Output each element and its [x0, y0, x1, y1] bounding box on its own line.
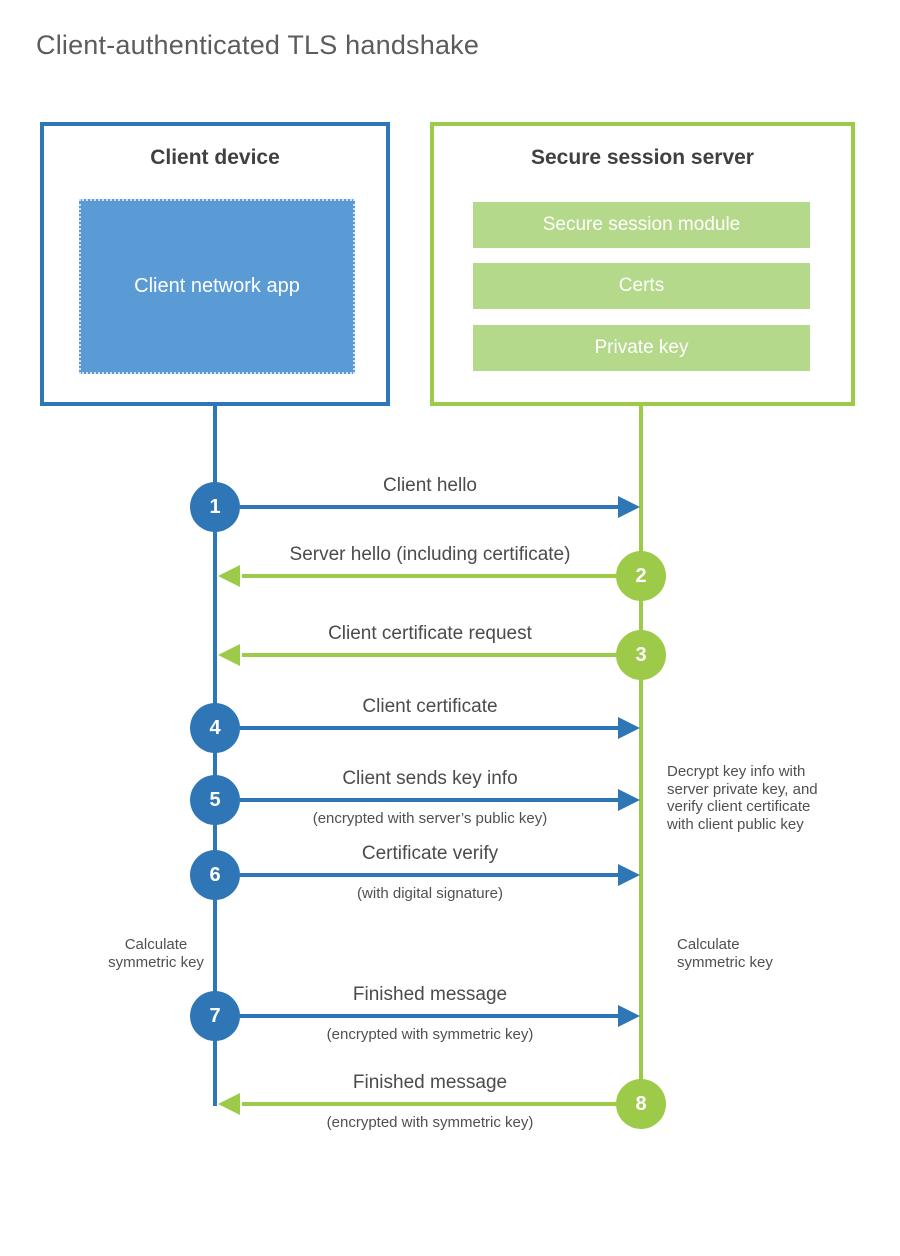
- message-label-1: Client hello: [383, 475, 477, 496]
- message-label-8: Finished message: [352, 1072, 508, 1093]
- message-label-2: Server hello (including certificate): [289, 544, 571, 565]
- message-arrow-8: [242, 1102, 616, 1106]
- client-network-app-box: Client network app: [79, 199, 355, 374]
- message-label-4: Client certificate: [362, 696, 498, 717]
- message-arrow-6: [240, 873, 618, 877]
- step-circle-6: 6: [190, 850, 240, 900]
- message-label-7: Finished message: [352, 984, 508, 1005]
- message-arrow-5: [240, 798, 618, 802]
- note-calculate-symmetric-key-server: Calculate symmetric key: [677, 936, 773, 971]
- arrow-head-right-icon: [618, 864, 640, 886]
- step-circle-3: 3: [616, 630, 666, 680]
- message-sublabel-7: (encrypted with symmetric key): [326, 1026, 534, 1043]
- message-label-5: Client sends key info: [342, 768, 518, 789]
- step-number: 1: [209, 495, 221, 518]
- message-arrow-4: [240, 726, 618, 730]
- step-number: 4: [209, 716, 221, 739]
- arrow-head-right-icon: [618, 789, 640, 811]
- module-bar-secure-session: Secure session module: [473, 202, 810, 248]
- arrow-head-right-icon: [618, 496, 640, 518]
- server-box: Secure session server Secure session mod…: [430, 122, 855, 406]
- message-arrow-3: [242, 653, 616, 657]
- message-arrow-1: [240, 505, 618, 509]
- step-number: 2: [635, 564, 647, 587]
- arrow-head-left-icon: [218, 565, 240, 587]
- arrow-head-left-icon: [218, 1093, 240, 1115]
- message-label-6: Certificate verify: [361, 843, 499, 864]
- module-bar-certs: Certs: [473, 263, 810, 309]
- step-circle-1: 1: [190, 482, 240, 532]
- arrow-head-right-icon: [618, 717, 640, 739]
- step-circle-5: 5: [190, 775, 240, 825]
- lifeline-client: [213, 406, 217, 1106]
- step-number: 3: [635, 643, 647, 666]
- step-number: 7: [209, 1004, 221, 1027]
- module-bar-private-key: Private key: [473, 325, 810, 371]
- message-arrow-7: [240, 1014, 618, 1018]
- step-number: 5: [209, 788, 221, 811]
- arrow-head-right-icon: [618, 1005, 640, 1027]
- message-sublabel-8: (encrypted with symmetric key): [326, 1114, 534, 1131]
- server-box-title: Secure session server: [531, 146, 754, 169]
- client-device-box: Client device Client network app: [40, 122, 390, 406]
- step-number: 6: [209, 863, 221, 886]
- client-device-title: Client device: [150, 146, 280, 169]
- message-label-3: Client certificate request: [328, 623, 532, 644]
- step-circle-8: 8: [616, 1079, 666, 1129]
- note-calculate-symmetric-key-client: Calculate symmetric key: [108, 936, 204, 971]
- step-circle-2: 2: [616, 551, 666, 601]
- step-circle-4: 4: [190, 703, 240, 753]
- step-number: 8: [635, 1092, 647, 1115]
- client-network-app-label: Client network app: [134, 275, 300, 297]
- step-circle-7: 7: [190, 991, 240, 1041]
- lifeline-server: [639, 406, 643, 1104]
- message-arrow-2: [242, 574, 616, 578]
- message-sublabel-6: (with digital signature): [357, 885, 503, 902]
- message-sublabel-5: (encrypted with server’s public key): [312, 810, 548, 827]
- note-decrypt-key-info: Decrypt key info with server private key…: [667, 763, 818, 833]
- arrow-head-left-icon: [218, 644, 240, 666]
- diagram-title: Client-authenticated TLS handshake: [36, 30, 480, 60]
